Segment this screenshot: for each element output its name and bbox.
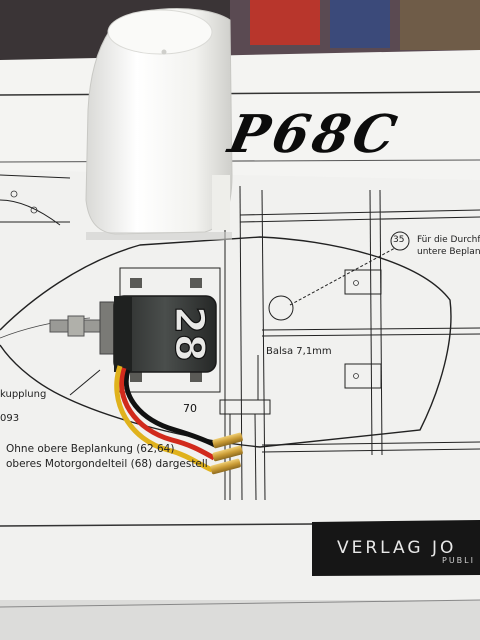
gold-connectors — [210, 432, 243, 475]
motor-size-label: 28 — [166, 306, 212, 362]
publisher-band — [312, 520, 480, 576]
lower-sheet-edge — [0, 600, 480, 640]
cowl-hole — [161, 49, 167, 55]
nacelle-outline — [0, 236, 452, 448]
motor-front-band — [114, 296, 132, 372]
coupling-label: kupplung — [0, 389, 47, 400]
publisher-subtitle: PUBLI — [442, 556, 475, 565]
wire-black — [123, 369, 217, 448]
publisher-name: VERLAG JO — [337, 538, 457, 558]
callout-line-2: untere Beplankun — [417, 247, 480, 257]
cowl-shadow — [86, 232, 232, 240]
plan-holes — [10, 190, 359, 379]
note-line-2: oberes Motorgondelteil (68) dargestell — [6, 458, 208, 470]
plan-title: P68C — [223, 104, 406, 165]
cowl-top — [107, 9, 213, 55]
bottom-border-line — [0, 523, 313, 527]
motor-mount-screws — [130, 278, 202, 382]
shaft-collar — [67, 315, 85, 337]
magazine-image-red — [250, 0, 320, 45]
cowl-flange — [212, 175, 230, 230]
dimension-70: 70 — [183, 402, 197, 415]
callout-line-1: Für die Durchfüh — [417, 235, 480, 245]
sheet-fold-line — [0, 599, 480, 608]
wire-red — [119, 367, 216, 461]
white-cowl — [85, 8, 233, 235]
balsa-label: Balsa 7,1mm — [266, 346, 332, 357]
coupling-number: 093 — [0, 413, 20, 424]
plan-structure-lines — [0, 174, 480, 501]
magazine-image-blue — [330, 0, 390, 48]
wire-yellow — [114, 365, 214, 473]
note-line-1: Ohne obere Beplankung (62,64) — [6, 443, 175, 455]
callout-number: 35 — [393, 235, 405, 245]
sheet-rule-line — [0, 159, 480, 163]
sheet-border-line — [0, 91, 480, 96]
magazine-image-brown — [400, 0, 480, 50]
